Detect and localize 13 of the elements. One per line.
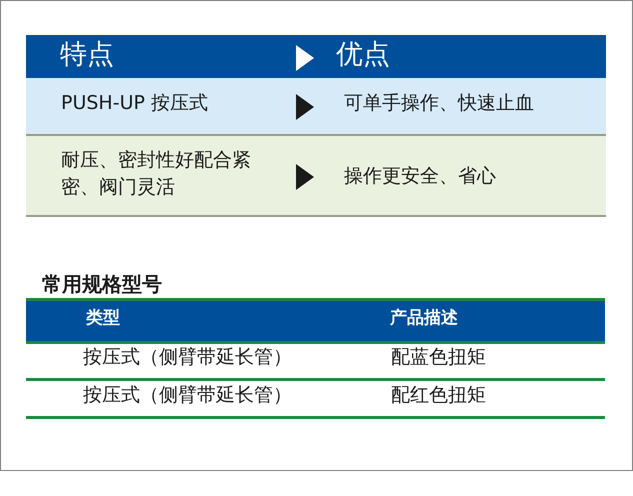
- column-heading: 特点: [60, 39, 114, 72]
- feature-text: 耐压、密封性好配合紧密、阀门灵活: [61, 148, 252, 200]
- model-text: 按压式（侧臂带延长管）: [83, 384, 292, 407]
- column-heading: 产品描述: [390, 308, 458, 328]
- description-text: 配红色扭矩: [391, 384, 486, 407]
- section-heading: 常用规格型号: [42, 272, 162, 296]
- column-heading: 类型: [86, 308, 120, 328]
- model-text: 按压式（侧臂带延长管）: [83, 346, 292, 369]
- benefit-text: 操作更安全、省心: [344, 165, 496, 188]
- benefit-text: 可单手操作、快速止血: [344, 92, 534, 115]
- column-heading: 优点: [336, 39, 390, 72]
- description-text: 配蓝色扭矩: [391, 346, 486, 369]
- feature-text: PUSH-UP 按压式: [61, 92, 208, 115]
